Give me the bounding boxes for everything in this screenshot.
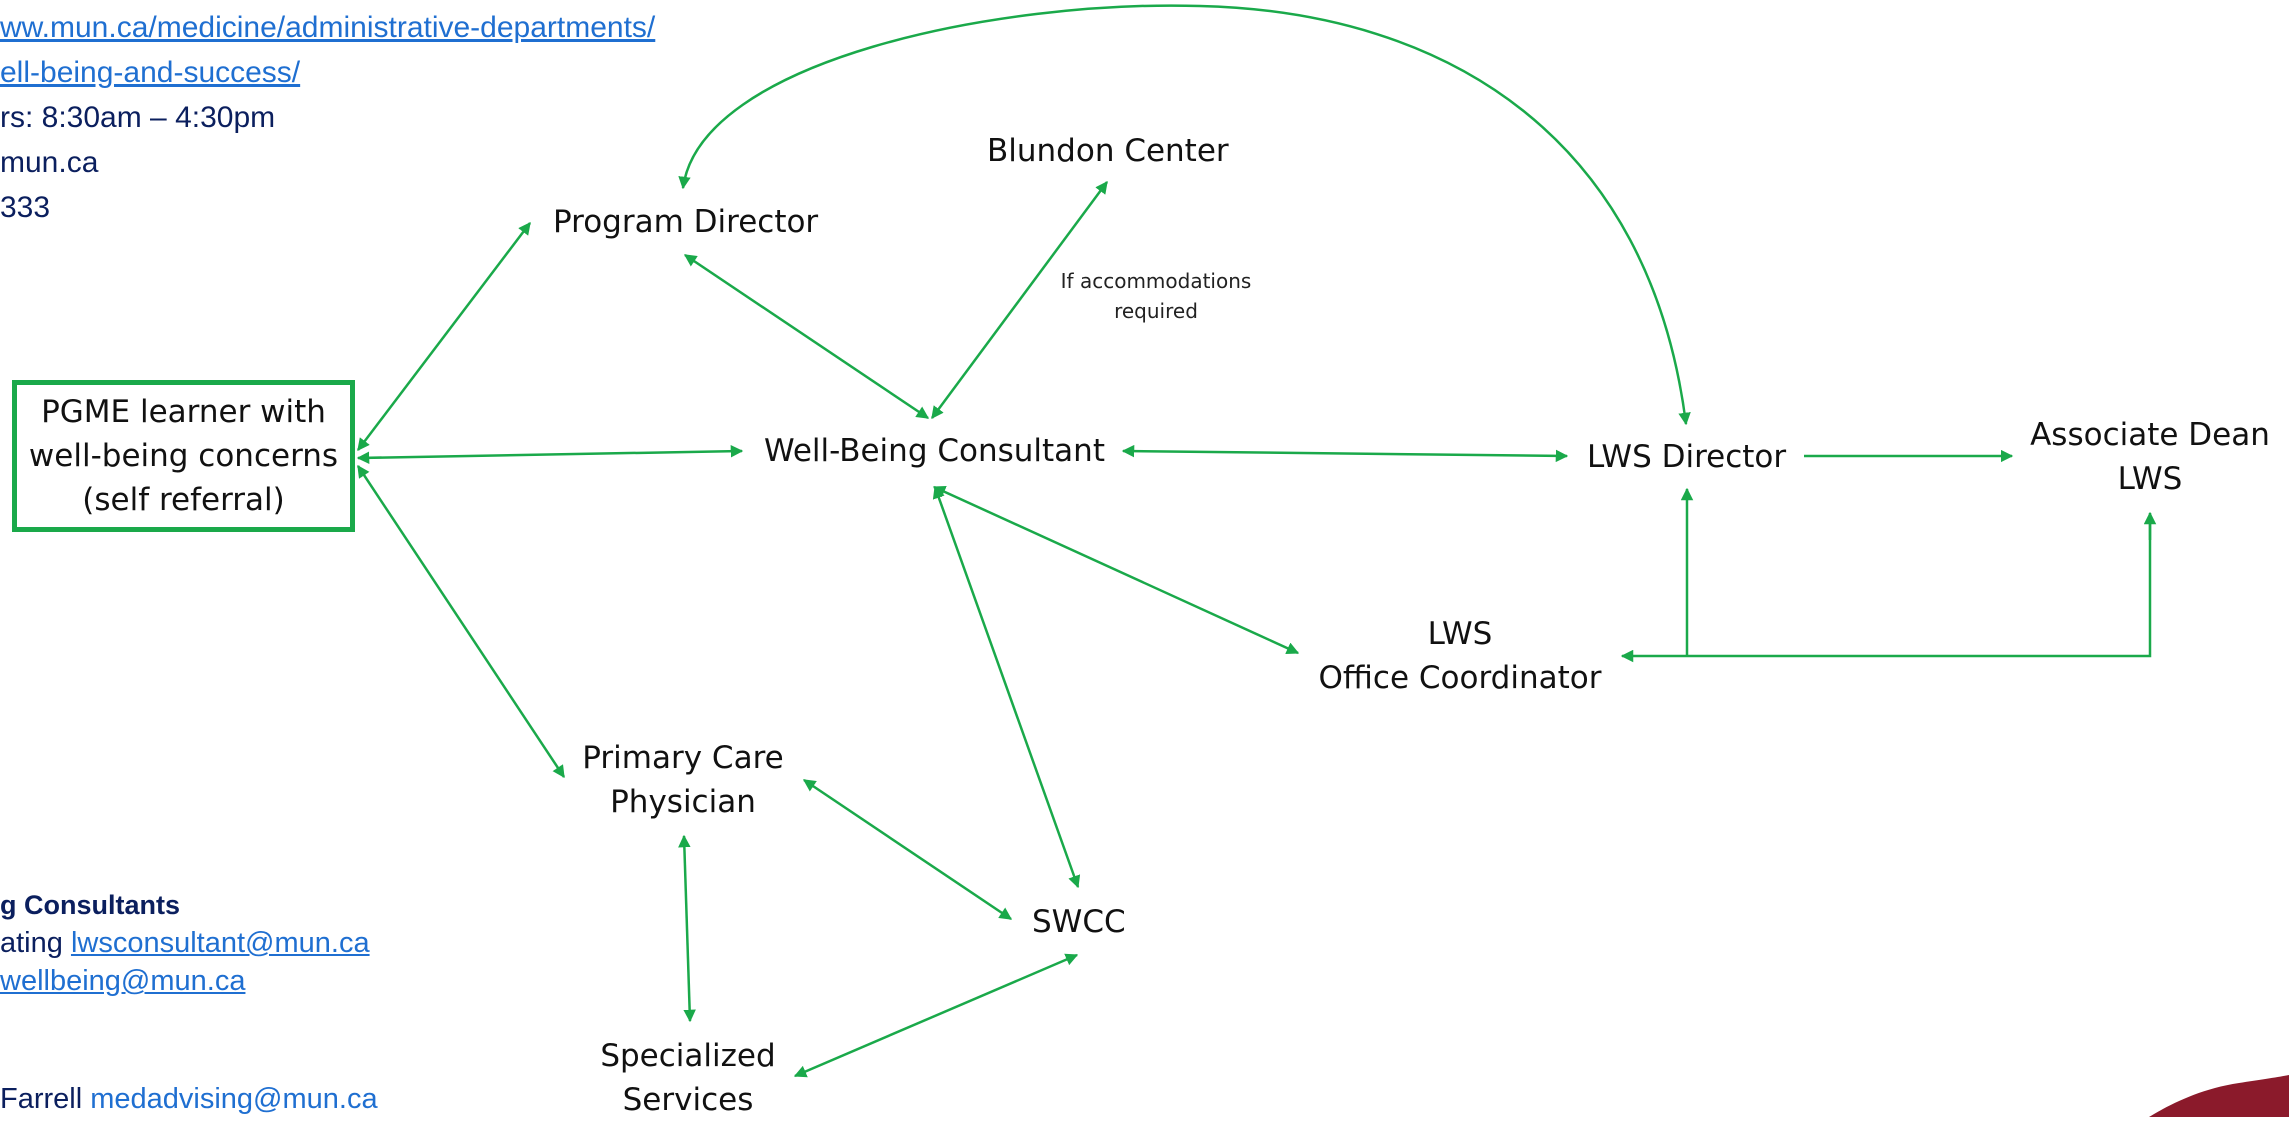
url-line-2[interactable]: ell-being-and-success/ [0,56,301,89]
learner-box: PGME learner with well-being concerns (s… [12,380,355,532]
contact-email: mun.ca [0,146,99,179]
arrow-office-bracket-path [1687,515,2152,658]
accommodation-note-line-1: If accommodations [1060,269,1252,293]
lwsconsultant-email-link[interactable]: lwsconsultant@mun.ca [70,927,370,959]
office-hours: rs: 8:30am – 4:30pm [0,101,276,134]
arrow-consultant-office [932,485,1300,655]
wellbeing-email-link[interactable]: wellbeing@mun.ca [0,965,246,997]
consultants-heading: g Consultants [0,890,180,920]
associate-dean-node: Associate Dean LWS [2030,413,2270,501]
swcc-node: SWCC [1032,904,1126,940]
lws-office-line-2: Office Coordinator [1318,660,1602,696]
learner-line-3: (self referral) [82,482,285,518]
consultant-line-1-prefix: ating [0,927,71,959]
accommodation-note: If accommodations required [1060,266,1252,326]
contact-phone: 333 [0,191,51,224]
blundon-center-node: Blundon Center [987,133,1229,169]
arrow-primary-care-specialized [678,834,696,1023]
accommodation-note-line-2: required [1114,299,1198,323]
corner-logo-fragment [2149,1075,2289,1117]
specialized-line-1: Specialized [600,1038,776,1074]
primary-care-node: Primary Care Physician [563,736,803,824]
arrow-learner-primary-care [356,464,566,779]
primary-care-line-2: Physician [610,784,756,820]
specialized-services-node: Specialized Services [578,1034,798,1122]
arrow-learner-consultant [356,444,744,465]
primary-care-line-1: Primary Care [582,740,784,776]
arrow-learner-program-director [357,222,531,451]
advising-prefix: Farrell [0,1083,91,1115]
lws-office-coordinator-node: LWS Office Coordinator [1300,612,1620,700]
arrow-primary-care-swcc [802,778,1013,921]
lws-office-line-1: LWS [1427,616,1493,652]
arrow-curve-program-director-lws-director [678,4,1691,426]
program-director-node: Program Director [553,204,819,240]
learner-label: PGME learner with well-being concerns (s… [29,390,338,522]
medadvising-email: medadvising@mun.ca [90,1083,378,1115]
learner-line-2: well-being concerns [28,438,339,474]
learner-line-1: PGME learner with [41,394,326,430]
arrow-consultant-swcc [932,485,1081,889]
lws-director-node: LWS Director [1587,439,1787,475]
arrow-specialized-swcc [793,953,1079,1078]
wellbeing-consultant-node: Well-Being Consultant [764,433,1105,469]
consultant-line-1: ating lwsconsultant@mun.ca [0,924,370,962]
arrow-program-director-consultant [683,253,930,420]
associate-dean-line-2: LWS [2117,461,2183,497]
associate-dean-line-1: Associate Dean [2030,417,2270,453]
arrow-consultant-lws-director [1121,444,1569,463]
url-line-1[interactable]: ww.mun.ca/medicine/administrative-depart… [0,11,656,44]
advising-line: Farrell medadvising@mun.ca [0,1080,378,1118]
specialized-line-2: Services [622,1082,754,1118]
